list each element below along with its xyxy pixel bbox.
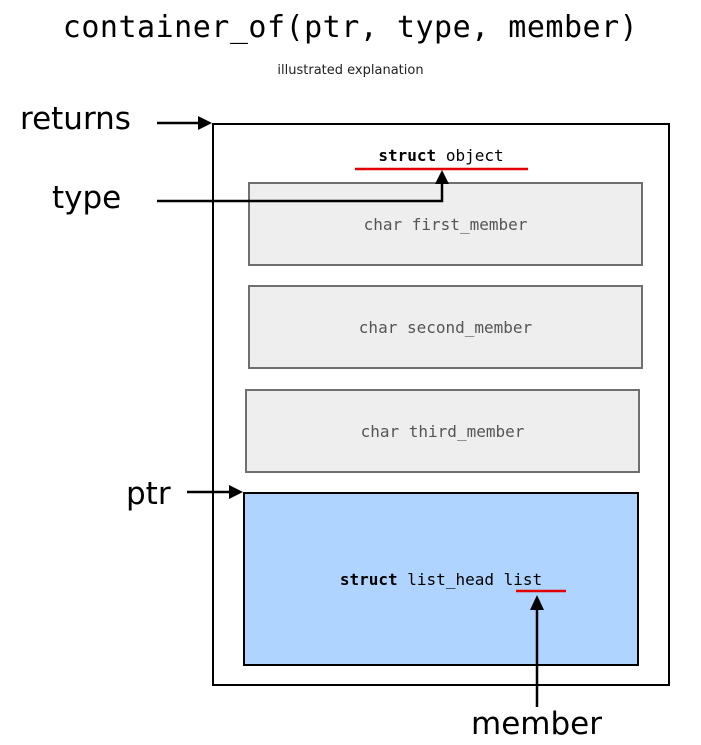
list-head-member-box: struct list_head list xyxy=(243,492,639,666)
member-box-second: char second_member xyxy=(248,285,643,369)
list-type-name: list_head xyxy=(407,569,494,589)
diagram-subtitle: illustrated explanation xyxy=(277,63,424,78)
member-label: member xyxy=(471,706,602,742)
type-label: type xyxy=(52,180,122,216)
diagram-title: container_of(ptr, type, member) xyxy=(62,10,639,45)
list-field-name: list xyxy=(503,569,543,589)
ptr-label: ptr xyxy=(126,476,171,512)
member-box-third: char third_member xyxy=(245,389,640,473)
list-struct-keyword: struct xyxy=(339,569,398,589)
returns-arrow xyxy=(157,116,212,130)
struct-object-name: object xyxy=(445,146,504,165)
member-box-first: char first_member xyxy=(248,182,643,266)
returns-label: returns xyxy=(20,101,131,137)
struct-keyword: struct xyxy=(378,146,437,165)
struct-object-heading: struct object xyxy=(212,146,670,165)
